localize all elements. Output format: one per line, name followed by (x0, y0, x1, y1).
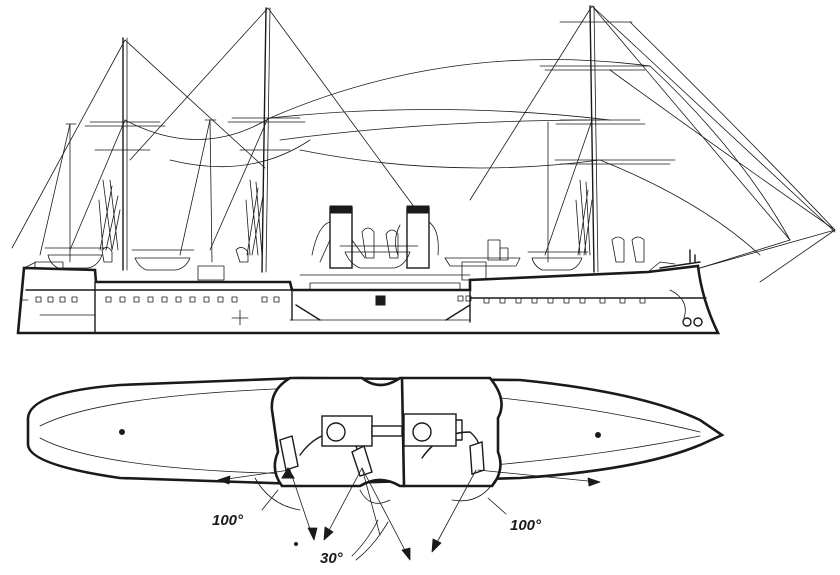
ventilators (101, 227, 645, 263)
arc-label-right: 100° (510, 517, 542, 534)
mizzen-mast (539, 5, 676, 273)
bow-mark (595, 432, 601, 438)
dot-mark (294, 542, 298, 546)
stern-mark (119, 429, 125, 435)
forward-funnel (311, 205, 366, 269)
boats (44, 245, 589, 271)
firing-arcs (217, 467, 601, 561)
central-battery (270, 376, 503, 488)
stern-fittings (19, 261, 37, 301)
main-mast (204, 7, 306, 273)
portholes (35, 295, 646, 304)
plan-view (26, 376, 725, 561)
gun-port (375, 295, 386, 306)
bow-fittings (647, 249, 703, 327)
hull (16, 264, 721, 335)
arc-label-left: 100° (212, 512, 244, 529)
aft-funnel (395, 205, 439, 269)
side-elevation (11, 5, 836, 335)
arc-label-center: 30° (320, 550, 344, 567)
fore-mast (65, 37, 166, 271)
sponson-guns (279, 435, 485, 479)
rigging (11, 5, 836, 283)
